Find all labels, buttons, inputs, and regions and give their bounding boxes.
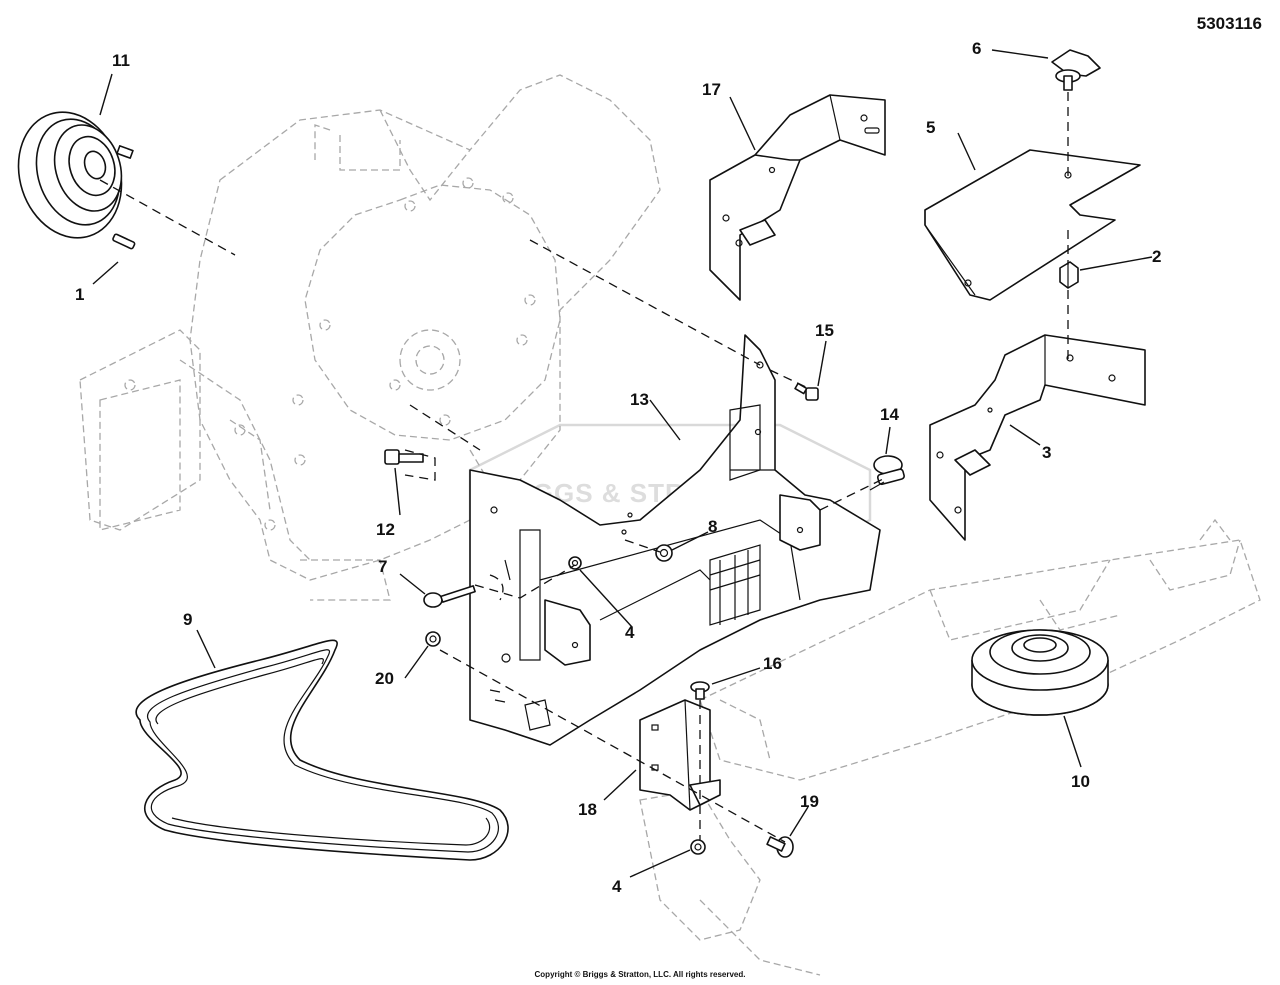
callout-4-upper: 4 (625, 623, 635, 642)
callout-7: 7 (378, 557, 387, 576)
callout-11: 11 (112, 51, 130, 70)
leader-lines (92, 49, 1153, 878)
callout-5: 5 (926, 118, 935, 137)
eye-bolt-part-7 (423, 585, 476, 608)
bracket-part-17 (709, 94, 886, 301)
clip-nut-part-2 (1059, 261, 1079, 289)
callout-19: 19 (800, 792, 819, 811)
knob-part-6 (1051, 49, 1101, 91)
copyright-notice: Copyright © Briggs & Stratton, LLC. All … (534, 970, 746, 979)
pulley-part-11 (17, 111, 134, 239)
callout-17: 17 (702, 80, 721, 99)
diagram-number: 5303116 (1196, 14, 1262, 33)
callout-9: 9 (183, 610, 192, 629)
callout-2: 2 (1152, 247, 1161, 266)
callout-18: 18 (578, 800, 597, 819)
bolt-part-12 (384, 449, 424, 465)
callout-16: 16 (763, 654, 782, 673)
pin-part-16 (690, 681, 710, 700)
callout-6: 6 (972, 39, 981, 58)
bracket-part-3 (929, 334, 1146, 541)
callout-15: 15 (815, 321, 834, 340)
cover-plate-part-5 (924, 149, 1141, 301)
key-part-1 (112, 233, 136, 250)
ghost-bolt-heads (124, 177, 536, 531)
pulley-part-10 (971, 629, 1109, 716)
belt-part-9 (135, 639, 509, 861)
nut-part-20 (425, 631, 441, 647)
bracket-part-18 (639, 699, 721, 811)
bolt-part-19 (766, 836, 794, 858)
nut-part-4-lower (690, 839, 706, 855)
callout-10: 10 (1071, 772, 1090, 791)
callout-3: 3 (1042, 443, 1051, 462)
nut-part-8 (655, 544, 673, 562)
callout-1: 1 (75, 285, 84, 304)
lynch-pin-part-14 (869, 455, 905, 491)
callout-20: 20 (375, 669, 394, 688)
mounting-bracket-part-13 (469, 334, 881, 746)
callout-labels: 11 1 2 3 4 4 5 6 7 8 9 10 12 13 14 15 16… (75, 39, 1161, 896)
bolt-part-15 (794, 382, 819, 401)
callout-13: 13 (630, 390, 649, 409)
callout-14: 14 (880, 405, 899, 424)
callout-12: 12 (376, 520, 395, 539)
callout-8: 8 (708, 517, 717, 536)
callout-4-lower: 4 (612, 877, 622, 896)
assembly-lines (99, 92, 1069, 843)
